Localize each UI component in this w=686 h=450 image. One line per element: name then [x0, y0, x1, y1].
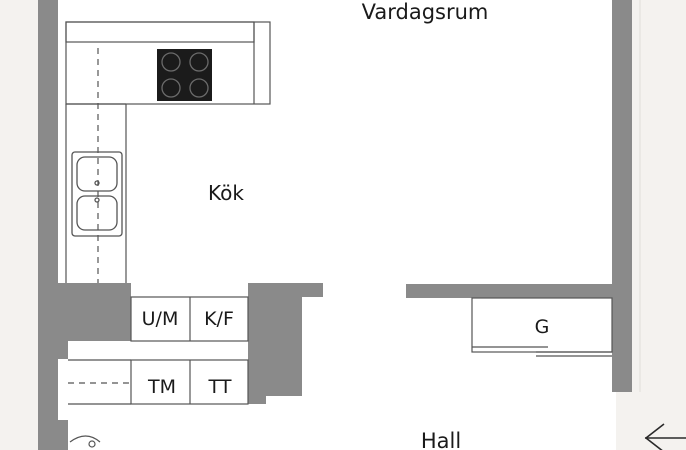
kitchen-wall-right: [248, 283, 323, 297]
fixture-boxes-upper: [130, 296, 249, 342]
stove-icon: [157, 49, 212, 101]
hall-wall-pillar-right: [266, 356, 302, 396]
sink-icon: [71, 151, 123, 237]
hall-wall-left: [58, 341, 68, 359]
living-room-wall: [406, 284, 632, 298]
room-label-hall: Hall: [421, 429, 461, 450]
fixture-label-g: G: [535, 316, 550, 338]
room-label-vardagsrum: Vardagsrum: [362, 0, 489, 24]
fixture-label-kf: K/F: [204, 308, 234, 330]
kitchen-wall-left: [58, 283, 131, 341]
washbasin-drain: [88, 440, 96, 448]
wardrobe: [471, 297, 613, 357]
kitchen-counter-left: [65, 48, 127, 283]
hall-wall-pillar: [248, 356, 266, 404]
exterior-strip: [632, 0, 686, 450]
fixture-boxes-lower: [68, 359, 249, 405]
fixture-label-tm: TM: [147, 376, 176, 398]
hall-wall-lower-right: [248, 296, 302, 356]
kitchen-counter-top: [65, 21, 271, 105]
hall-wall-bottom: [58, 420, 68, 450]
arrow-left-icon: [644, 423, 686, 450]
right-wall: [612, 0, 632, 392]
floor-area: [50, 0, 616, 450]
fixture-label-um: U/M: [142, 308, 179, 330]
fixture-label-tt: TT: [208, 376, 232, 398]
washbasin-icon: [69, 435, 101, 443]
room-label-kok: Kök: [208, 181, 244, 205]
left-wall: [38, 0, 58, 450]
